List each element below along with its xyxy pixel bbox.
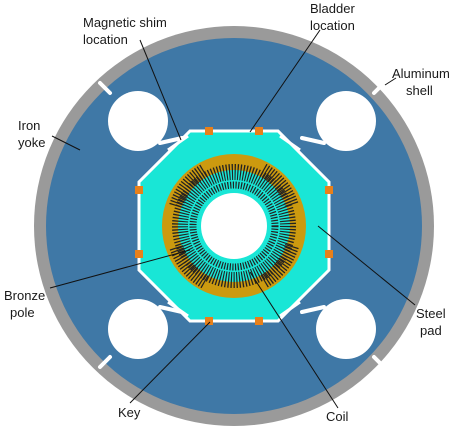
label-coil: Coil: [326, 409, 349, 424]
label-steel-2: pad: [420, 323, 442, 338]
corner-slots: [167, 134, 301, 318]
label-key: Key: [118, 405, 141, 420]
label-bronze-1: Bronze: [4, 288, 45, 303]
label-magnetic-shim-2: location: [83, 32, 128, 47]
key-bottom-left: [205, 317, 213, 325]
label-bronze-2: pole: [10, 305, 35, 320]
label-aluminum-2: shell: [406, 83, 433, 98]
key-left-bottom: [135, 250, 143, 258]
yoke-hole-bottom-left: [108, 299, 168, 359]
key-right-bottom: [325, 250, 333, 258]
key-left-top: [135, 186, 143, 194]
key-top-left: [205, 127, 213, 135]
key-bottom-right: [255, 317, 263, 325]
label-iron-2: yoke: [18, 135, 45, 150]
label-bladder-2: location: [310, 18, 355, 33]
label-iron-1: Iron: [18, 118, 40, 133]
keys: [135, 127, 333, 325]
yoke-hole-top-right: [316, 91, 376, 151]
key-top-right: [255, 127, 263, 135]
leader-lines: [49, 29, 416, 409]
label-steel-1: Steel: [416, 306, 446, 321]
label-bladder-1: Bladder: [310, 1, 355, 16]
labels: Magnetic shim location Bladder location …: [4, 1, 450, 424]
yoke-hole-top-left: [108, 91, 168, 151]
yoke-holes: [108, 91, 376, 359]
bore: [201, 193, 267, 259]
key-right-top: [325, 186, 333, 194]
yoke-slots: [98, 81, 386, 369]
label-magnetic-shim-1: Magnetic shim: [83, 15, 167, 30]
label-aluminum-1: Aluminum: [392, 66, 450, 81]
yoke-hole-bottom-right: [316, 299, 376, 359]
